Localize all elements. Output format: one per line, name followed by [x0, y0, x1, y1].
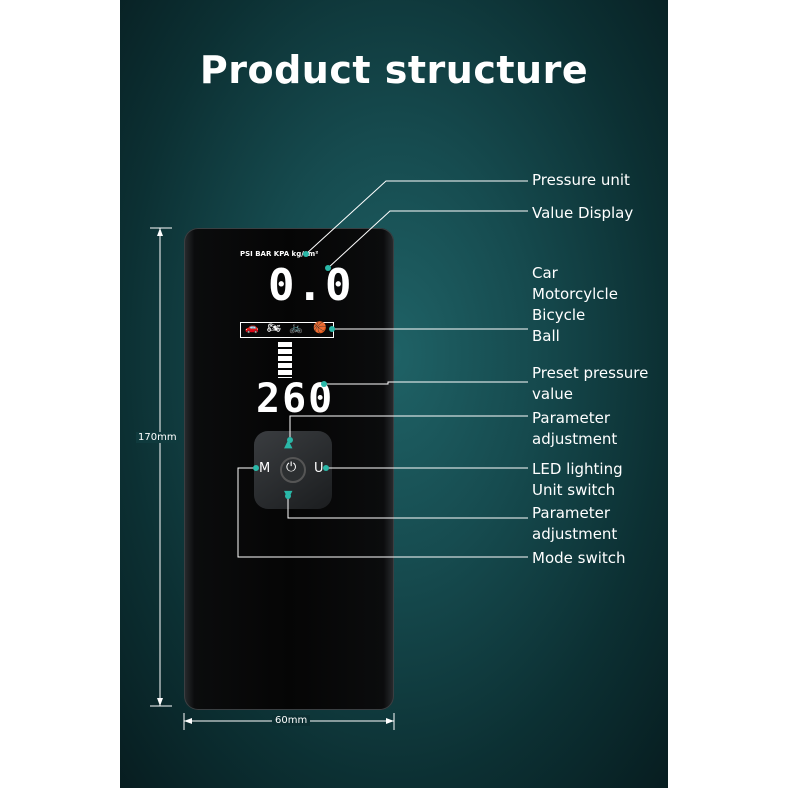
ball-icon: 🏀 [313, 321, 327, 334]
unit-button[interactable]: U [314, 461, 324, 476]
label-led-unit: LED lighting Unit switch [532, 460, 623, 499]
param-down-leader [287, 496, 528, 519]
page-title: Product structure [199, 48, 589, 92]
vehicle-mode-icons: 🚗 🏍 🚲 🏀 [240, 321, 334, 338]
label-mode-switch: Mode switch [532, 549, 626, 567]
callout-lines [150, 180, 528, 730]
label-preset-pressure: Preset pressure value [532, 364, 649, 403]
motorcycle-icon: 🏍 [267, 321, 281, 334]
height-dimension: 170mm [136, 432, 179, 443]
power-button[interactable]: ⏻ [280, 457, 306, 483]
product-stage: Product structure PSI BAR KPA kg/cm² 0.0… [120, 0, 668, 788]
param-up-leader [289, 415, 528, 440]
label-param-adjust-down: Parameter adjustment [532, 504, 618, 543]
mode-leader [237, 467, 528, 558]
preset-value-display: 260 [256, 376, 335, 422]
bicycle-icon: 🚲 [289, 321, 303, 334]
up-adjust-button[interactable]: ▲ [284, 437, 293, 450]
pressure-unit-text: PSI BAR KPA kg/cm² [240, 250, 319, 258]
value-display-leader [327, 210, 528, 269]
width-dimension: 60mm [272, 715, 311, 726]
label-pressure-unit: Pressure unit [532, 171, 630, 189]
current-value-display: 0.0 [268, 260, 354, 311]
preset-leader [324, 381, 528, 385]
pressure-unit-leader [305, 180, 528, 255]
label-param-adjust-up: Parameter adjustment [532, 409, 618, 448]
pressure-bar-gauge [278, 342, 292, 378]
label-vehicle-types: Car Motorcylcle Bicycle Ball [532, 264, 618, 345]
power-icon: ⏻ [286, 460, 297, 475]
mode-button[interactable]: M [259, 461, 271, 476]
car-icon: 🚗 [245, 321, 259, 334]
label-value-display: Value Display [532, 204, 634, 222]
